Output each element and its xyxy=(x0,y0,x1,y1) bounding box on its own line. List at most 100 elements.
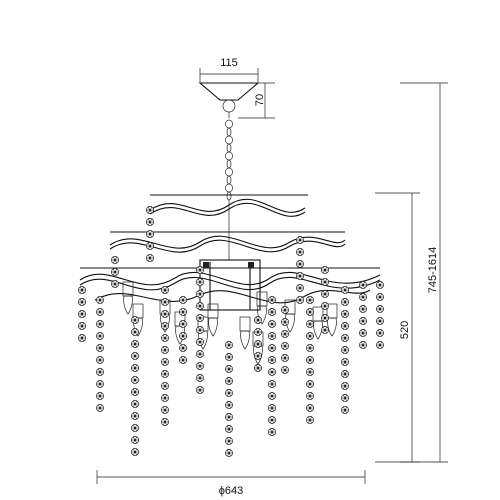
crystal-bead xyxy=(131,364,139,372)
crystal-bead xyxy=(161,322,169,330)
crystal-bead xyxy=(225,389,233,397)
chain-link xyxy=(226,143,232,153)
dimension-overall-height: 745-1614 xyxy=(400,82,448,463)
body-height-label: 520 xyxy=(399,321,411,339)
crystal-bead xyxy=(281,330,289,338)
crystal-bead xyxy=(341,358,349,366)
crystal-strands xyxy=(78,206,384,457)
crystal-bead xyxy=(111,268,119,276)
crystal-bead xyxy=(268,332,276,340)
crystal-strand xyxy=(111,256,119,288)
crystal-bead xyxy=(161,370,169,378)
crystal-bead xyxy=(254,364,262,372)
candle-bulb xyxy=(239,316,251,350)
crystal-bead xyxy=(376,305,384,313)
crystal-bead xyxy=(196,374,204,382)
crystal-bead xyxy=(96,404,104,412)
crystal-bead xyxy=(131,388,139,396)
crystal-bead xyxy=(376,317,384,325)
crystal-bead xyxy=(131,436,139,444)
crystal-bead xyxy=(96,296,104,304)
crystal-bead xyxy=(281,318,289,326)
crystal-bead xyxy=(296,296,304,304)
crystal-bead xyxy=(96,308,104,316)
crystal-bead xyxy=(268,416,276,424)
crystal-bead xyxy=(268,344,276,352)
crystal-strand xyxy=(225,341,233,457)
crystal-bead xyxy=(161,334,169,342)
crystal-bead xyxy=(306,356,314,364)
crystal-bead xyxy=(111,256,119,264)
crystal-bead xyxy=(146,242,154,250)
crystal-bead xyxy=(131,448,139,456)
chain-link xyxy=(225,119,233,129)
crystal-bead xyxy=(146,218,154,226)
crystal-bead xyxy=(321,290,329,298)
crystal-bead xyxy=(268,428,276,436)
crystal-strand xyxy=(341,286,349,414)
chain-link xyxy=(225,167,233,177)
chain-link xyxy=(225,183,233,193)
crystal-bead xyxy=(341,298,349,306)
crystal-bead xyxy=(96,356,104,364)
crystal-bead xyxy=(225,401,233,409)
crystal-bead xyxy=(254,340,262,348)
crystal-bead xyxy=(96,344,104,352)
crystal-bead xyxy=(161,310,169,318)
ceiling-canopy xyxy=(198,82,260,118)
crystal-bead xyxy=(281,306,289,314)
crystal-bead xyxy=(131,352,139,360)
candle-bulb xyxy=(256,291,268,325)
crystal-bead xyxy=(225,449,233,457)
crystal-strand xyxy=(179,296,187,364)
crystal-strand xyxy=(296,236,304,304)
crystal-bead xyxy=(78,310,86,318)
crystal-bead xyxy=(161,394,169,402)
crystal-strand xyxy=(146,206,154,262)
crystal-bead xyxy=(161,358,169,366)
crystal-bead xyxy=(161,346,169,354)
crystal-bead xyxy=(359,305,367,313)
crystal-bead xyxy=(196,326,204,334)
crystal-bead xyxy=(341,346,349,354)
crystal-bead xyxy=(225,341,233,349)
chain-link xyxy=(225,151,233,161)
crystal-bead xyxy=(376,329,384,337)
crystal-bead xyxy=(96,392,104,400)
chain-link xyxy=(226,175,232,185)
crystal-bead xyxy=(341,382,349,390)
crystal-bead xyxy=(268,356,276,364)
dimension-diameter: ϕ643 xyxy=(96,470,366,497)
overall-height-label: 745-1614 xyxy=(427,247,439,294)
crystal-bead xyxy=(268,320,276,328)
crystal-bead xyxy=(306,416,314,424)
crystal-strand xyxy=(78,286,86,342)
crystal-bead xyxy=(306,296,314,304)
crystal-bead xyxy=(131,376,139,384)
crystal-bead xyxy=(341,394,349,402)
crystal-bead xyxy=(306,380,314,388)
crystal-bead xyxy=(196,290,204,298)
crystal-strand xyxy=(161,286,169,426)
crystal-bead xyxy=(131,328,139,336)
crystal-bead xyxy=(359,281,367,289)
crystal-bead xyxy=(179,320,187,328)
crystal-bead xyxy=(131,400,139,408)
crystal-bead xyxy=(254,352,262,360)
candle-bulb xyxy=(326,303,338,337)
crystal-bead xyxy=(254,316,262,324)
crystal-bead xyxy=(341,334,349,342)
crystal-bead xyxy=(78,322,86,330)
crystal-bead xyxy=(225,425,233,433)
chain-link xyxy=(226,191,232,201)
crystal-bead xyxy=(296,272,304,280)
crystal-bead xyxy=(78,286,86,294)
crystal-bead xyxy=(306,332,314,340)
crystal-bead xyxy=(179,308,187,316)
crystal-bead xyxy=(268,308,276,316)
chain-link xyxy=(225,135,233,145)
suspension-chain xyxy=(225,119,233,201)
crystal-bead xyxy=(131,424,139,432)
crystal-bead xyxy=(341,322,349,330)
